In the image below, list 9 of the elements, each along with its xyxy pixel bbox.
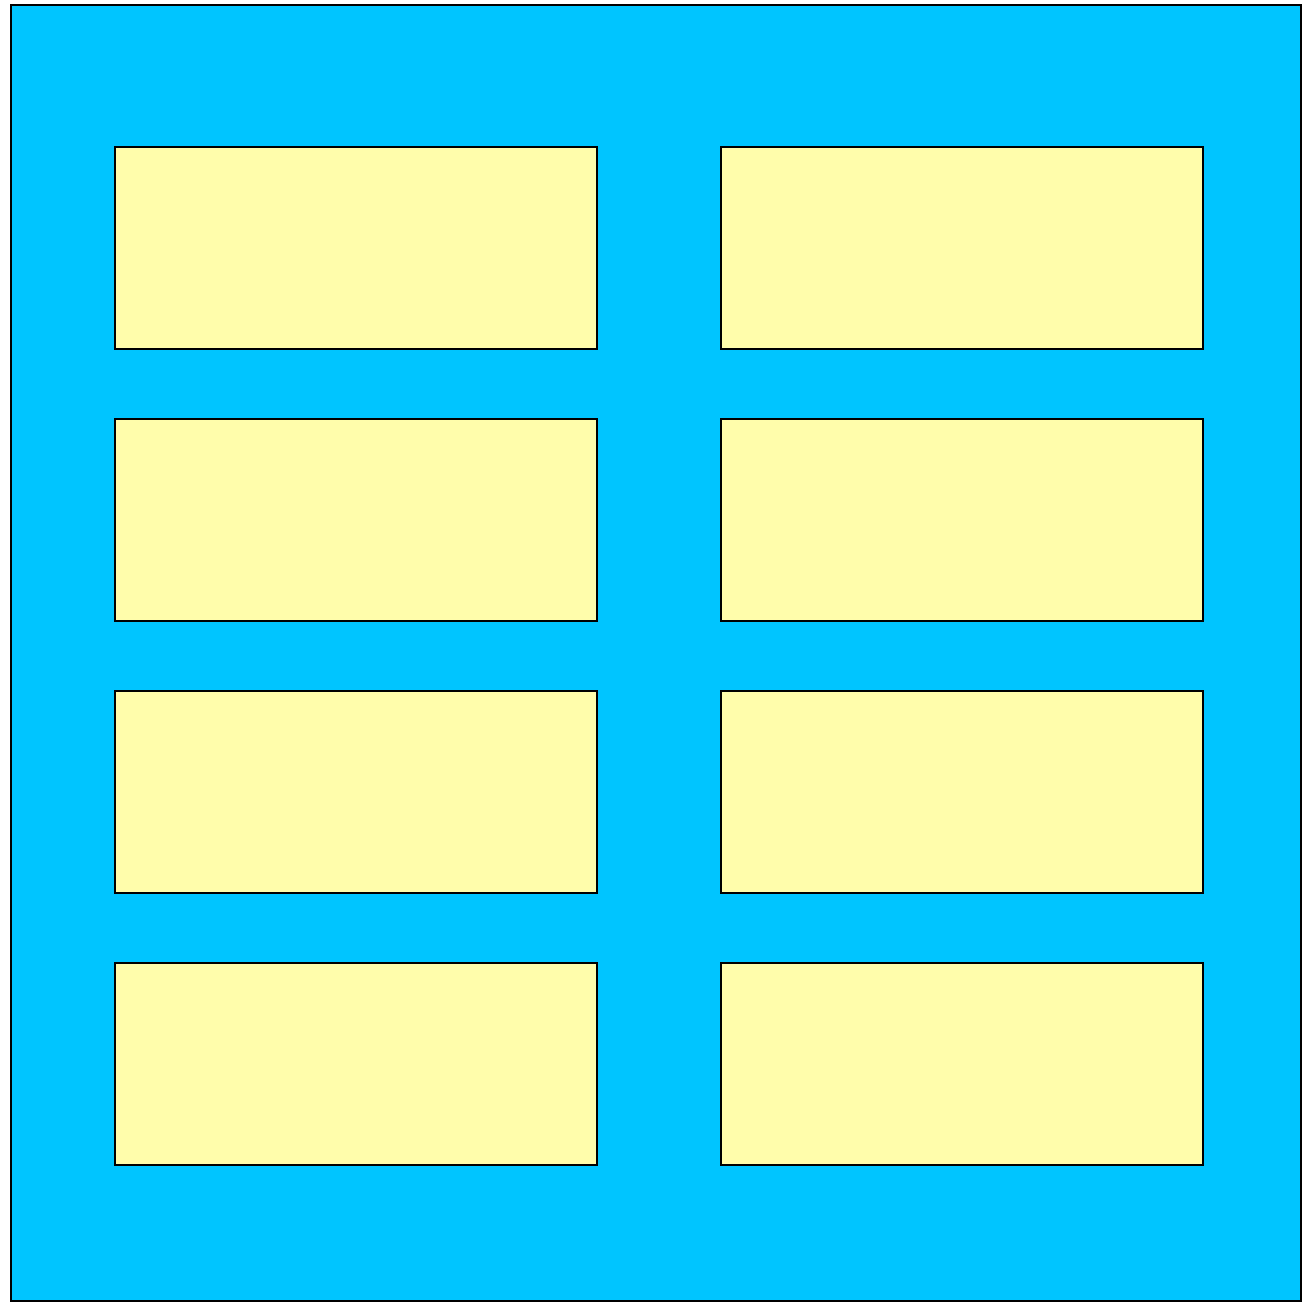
empty-box: [719, 961, 1203, 1165]
empty-box: [113, 689, 597, 893]
empty-box: [113, 145, 597, 349]
empty-box: [719, 417, 1203, 621]
empty-box: [719, 145, 1203, 349]
empty-box: [113, 417, 597, 621]
panel-background: [10, 4, 1302, 1302]
empty-box: [719, 689, 1203, 893]
empty-box: [113, 961, 597, 1165]
